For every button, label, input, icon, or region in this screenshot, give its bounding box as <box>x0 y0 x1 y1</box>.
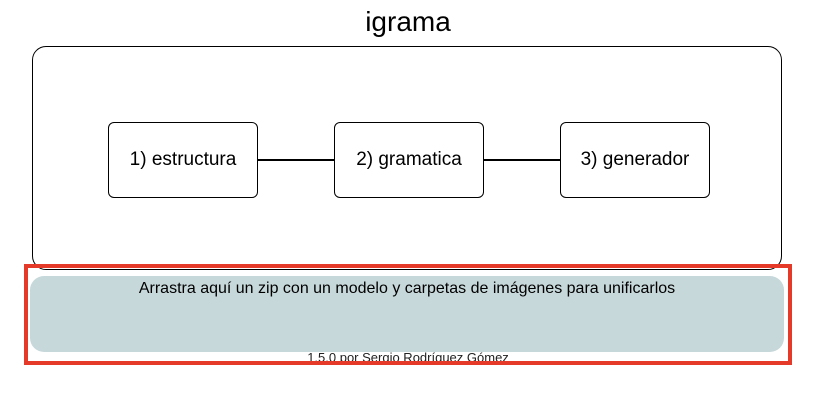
step-label: 3) generador <box>580 149 690 170</box>
dropzone-text: Arrastra aquí un zip con un modelo y car… <box>138 280 676 297</box>
step-label: 1) estructura <box>129 149 237 170</box>
version-footer: 1.5.0 por Sergio Rodríguez Gómez <box>307 350 509 365</box>
workflow-panel <box>32 46 782 270</box>
file-dropzone[interactable]: Arrastra aquí un zip con un modelo y car… <box>30 276 784 352</box>
connector-line <box>484 159 560 161</box>
app-title: igrama <box>365 6 451 37</box>
step-label: 2) gramatica <box>356 149 462 170</box>
connector-line <box>258 159 334 161</box>
step-gramatica-button[interactable]: 2) gramatica <box>334 122 484 198</box>
step-generador-button[interactable]: 3) generador <box>560 122 710 198</box>
step-estructura-button[interactable]: 1) estructura <box>108 122 258 198</box>
